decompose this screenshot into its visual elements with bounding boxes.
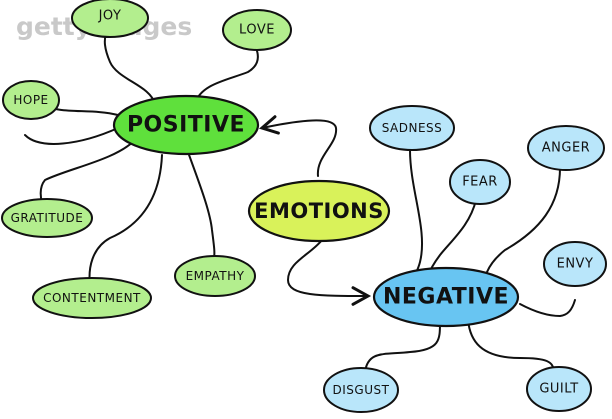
connector-extra-left (24, 127, 119, 145)
node-empathy-label: EMPATHY (186, 269, 245, 283)
connector-joy (103, 32, 156, 105)
node-gratitude: GRATITUDE (1, 198, 93, 238)
node-sadness-label: SADNESS (382, 121, 443, 135)
connector-empathy (187, 151, 216, 259)
connector-gratitude (39, 139, 136, 204)
node-joy-label: JOY (98, 9, 122, 24)
node-fear: FEAR (449, 159, 511, 205)
node-negative: NEGATIVE (372, 266, 520, 328)
node-negative-label: NEGATIVE (383, 285, 509, 310)
node-guilt-label: GUILT (539, 382, 578, 397)
connector-guilt (467, 319, 555, 371)
node-emotions-label: EMOTIONS (254, 199, 384, 223)
node-sadness: SADNESS (369, 105, 455, 151)
connector-sadness (409, 149, 424, 279)
node-envy: ENVY (543, 241, 607, 287)
connectors (24, 32, 576, 373)
node-hope: HOPE (2, 80, 60, 120)
node-hope-label: HOPE (13, 93, 48, 107)
node-fear-label: FEAR (462, 175, 498, 190)
node-emotions: EMOTIONS (247, 179, 391, 243)
arrow-to-negative (286, 239, 372, 306)
node-disgust-label: DISGUST (333, 383, 390, 397)
connector-fear (427, 199, 477, 277)
connector-contentment (88, 154, 163, 286)
node-joy: JOY (71, 0, 149, 38)
connector-anger (486, 167, 561, 273)
connector-envy (519, 299, 576, 318)
node-empathy: EMPATHY (174, 255, 256, 297)
connector-disgust (364, 321, 441, 373)
node-anger: ANGER (527, 125, 605, 171)
node-positive: POSITIVE (112, 94, 260, 156)
node-envy-label: ENVY (557, 257, 594, 272)
node-positive-label: POSITIVE (127, 113, 245, 138)
arrow-to-positive (258, 115, 338, 177)
node-disgust: DISGUST (323, 367, 399, 413)
node-love-label: LOVE (239, 23, 275, 38)
node-guilt: GUILT (526, 366, 592, 412)
node-anger-label: ANGER (542, 141, 590, 156)
node-contentment-label: CONTENTMENT (43, 291, 141, 305)
connector-love (194, 47, 259, 105)
node-gratitude-label: GRATITUDE (11, 211, 84, 225)
node-love: LOVE (222, 9, 292, 51)
node-contentment: CONTENTMENT (32, 277, 152, 319)
